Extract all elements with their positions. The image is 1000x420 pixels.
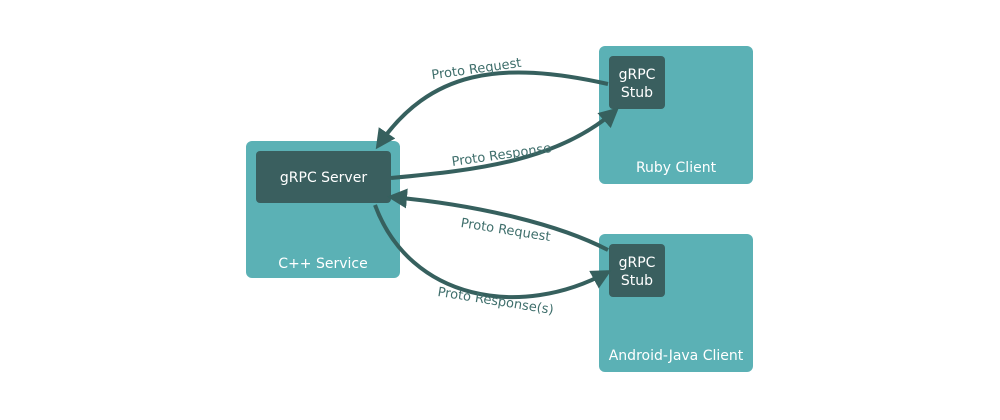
ruby-stub-box: [609, 56, 665, 109]
cpp-service-label: C++ Service: [278, 256, 367, 272]
android-client-label: Android-Java Client: [609, 348, 744, 364]
ruby-client-node: gRPC Stub Ruby Client: [599, 46, 753, 184]
android-stub-box: [609, 244, 665, 297]
ruby-client-label: Ruby Client: [636, 160, 717, 176]
android-request-label: Proto Request: [460, 216, 552, 245]
android-request-arrow: [387, 188, 609, 252]
android-response-arrow: [373, 204, 612, 300]
android-stub-label-line1: gRPC: [619, 255, 656, 271]
ruby-request-arrow: [375, 70, 609, 150]
ruby-response-arrow: [390, 107, 619, 180]
ruby-stub-label-line1: gRPC: [619, 67, 656, 83]
ruby-response-label: Proto Response: [451, 141, 552, 170]
ruby-stub-label-line2: Stub: [621, 85, 653, 101]
grpc-server-label: gRPC Server: [280, 170, 367, 186]
android-client-node: gRPC Stub Android-Java Client: [599, 234, 753, 372]
android-response-label: Proto Response(s): [437, 285, 555, 318]
android-stub-label-line2: Stub: [621, 273, 653, 289]
ruby-request-label: Proto Request: [431, 56, 523, 83]
grpc-server-box: [256, 151, 391, 203]
cpp-service-node: gRPC Server C++ Service: [246, 141, 400, 278]
